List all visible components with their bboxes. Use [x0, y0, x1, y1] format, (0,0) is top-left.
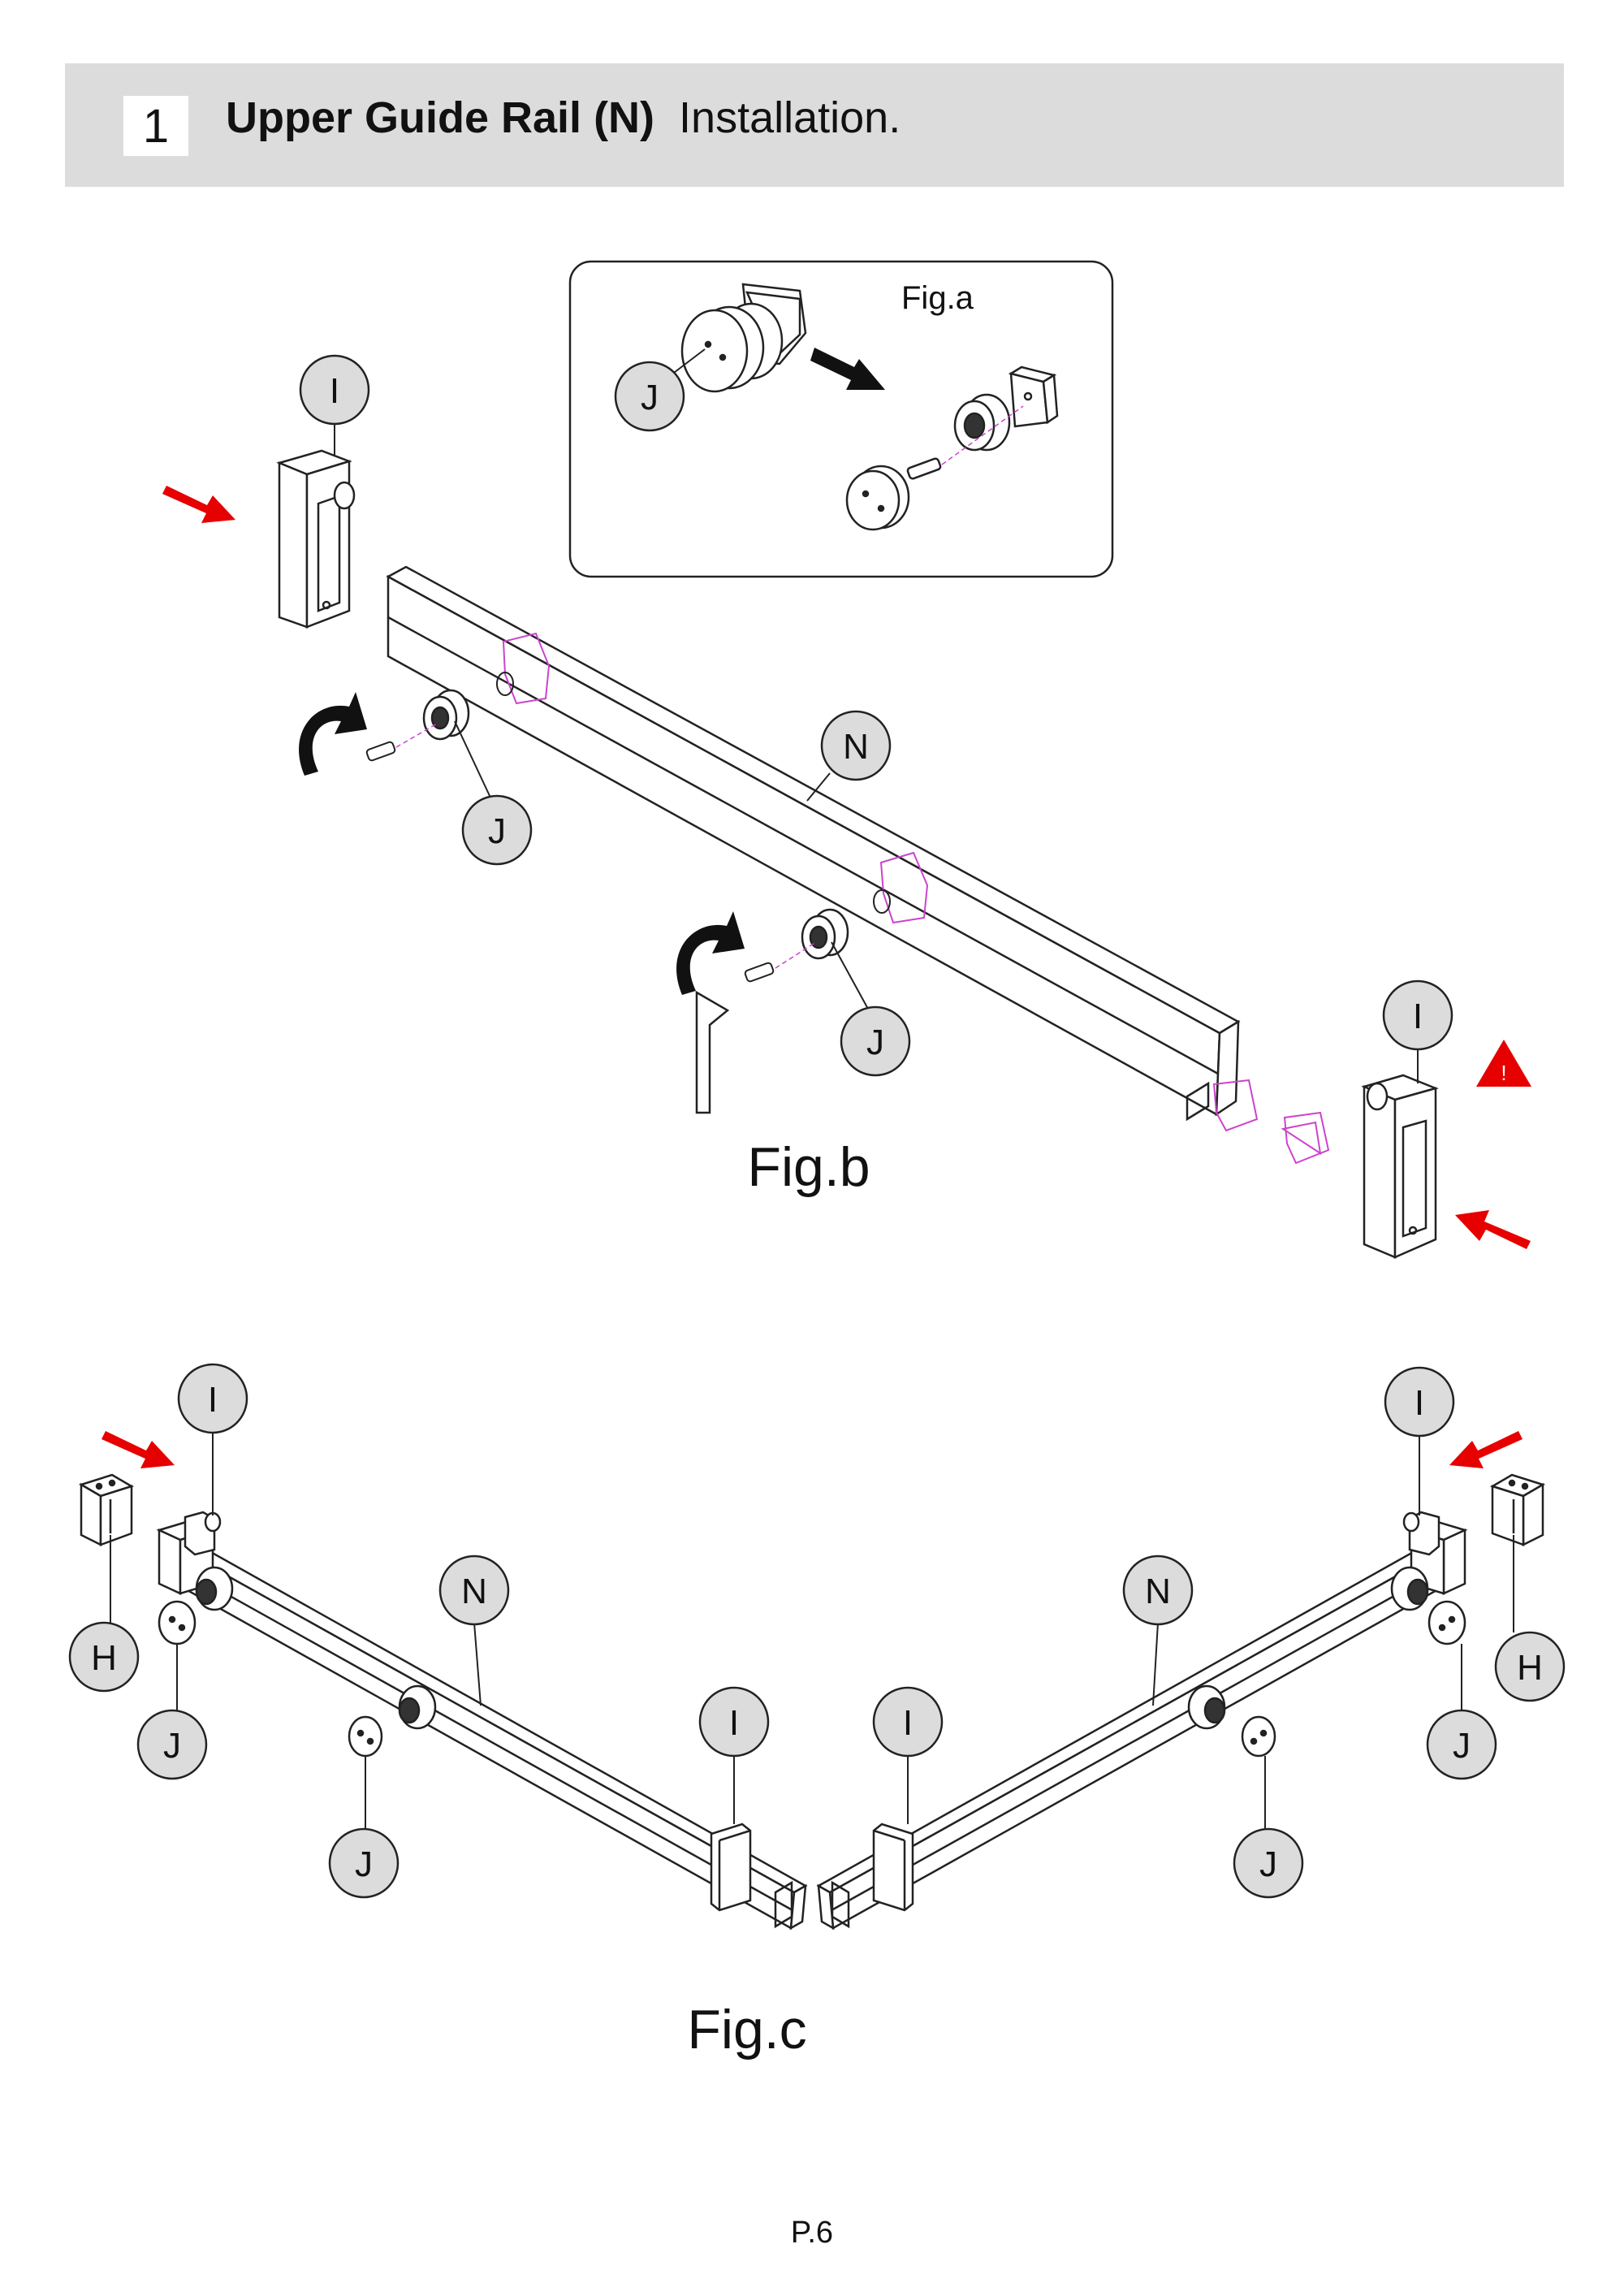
label-n-fig-c-2: N: [1122, 1554, 1194, 1706]
label-j-fig-c-2: J: [328, 1756, 400, 1899]
warning-symbol: !: [1501, 1061, 1506, 1085]
roller-assembled-drawing: [680, 283, 807, 393]
label-i-text: I: [330, 371, 339, 411]
label-n-text: N: [1145, 1572, 1171, 1611]
label-i-text: I: [1415, 1383, 1424, 1423]
fig-c: I N H J J: [68, 1363, 1566, 2060]
label-h-fig-c-2: H: [1494, 1535, 1566, 1702]
step-number-box: 1: [123, 96, 188, 156]
label-j-text: J: [488, 811, 506, 851]
label-j-fig-b-2: J: [831, 941, 911, 1077]
warning-icon: !: [1476, 1040, 1531, 1087]
disassembly-arrow-icon: [810, 348, 885, 390]
label-h-text: H: [91, 1638, 117, 1678]
page-number: P.6: [790, 2216, 834, 2250]
label-j-text: J: [1259, 1844, 1277, 1884]
fig-a-inset: Fig.a: [568, 260, 1114, 578]
label-j-fig-c-1: J: [136, 1644, 208, 1780]
roller-j-drawing: [422, 689, 849, 960]
insert-arrow-icon: [1455, 1210, 1531, 1249]
upper-guide-rail-right-drawing: [816, 1473, 1546, 1931]
label-h-fig-c-1: H: [68, 1535, 140, 1693]
label-n-fig-b: N: [806, 710, 892, 802]
fig-b-caption: Fig.b: [747, 1136, 870, 1198]
step-title: Upper Guide Rail (N) Installation.: [226, 93, 901, 143]
roller-exploded-drawing: [845, 365, 1059, 531]
label-i-text: I: [903, 1703, 913, 1743]
label-j-fig-b-1: J: [454, 720, 533, 866]
label-i-fig-c-1: I: [177, 1363, 248, 1516]
insert-arrow-icon: [162, 486, 235, 523]
rotate-arrow-icon: [676, 911, 745, 995]
screws: [365, 741, 775, 983]
step-header: 1 Upper Guide Rail (N) Installation.: [65, 63, 1564, 187]
hidden-slot-nuts: [502, 632, 1330, 1165]
label-i-text: I: [208, 1380, 218, 1420]
step-number: 1: [142, 99, 170, 153]
label-i-fig-b-left: I: [299, 354, 370, 455]
label-j-text: J: [866, 1023, 884, 1062]
label-j-text: J: [1453, 1726, 1471, 1766]
label-j-fig-a: J: [614, 348, 706, 432]
label-j-fig-c-3: J: [1233, 1756, 1304, 1899]
label-j-text: J: [355, 1844, 373, 1884]
label-h-text: H: [1517, 1648, 1543, 1688]
end-bracket-i-drawing: [1361, 1074, 1439, 1259]
label-j-text: J: [641, 378, 659, 417]
hex-key-icon: [695, 990, 730, 1114]
label-j-text: J: [163, 1726, 181, 1766]
label-i-fig-c-3: I: [872, 1686, 944, 1824]
label-i-fig-c-4: I: [1384, 1366, 1455, 1516]
insert-arrow-icon: [1449, 1431, 1522, 1468]
label-i-text: I: [729, 1703, 739, 1743]
label-i-text: I: [1413, 997, 1423, 1036]
label-n-text: N: [461, 1572, 487, 1611]
label-j-fig-c-4: J: [1426, 1644, 1497, 1780]
fig-c-caption: Fig.c: [687, 1999, 806, 2060]
label-n-text: N: [843, 727, 869, 767]
fig-b: ! I N J J: [162, 354, 1531, 1259]
upper-guide-rail-left-drawing: [78, 1473, 808, 1931]
rotate-arrow-icon: [299, 692, 367, 776]
step-title-part: Upper Guide Rail (N): [226, 93, 655, 142]
fig-a-caption: Fig.a: [901, 280, 974, 316]
label-i-fig-b-right: I: [1382, 979, 1453, 1083]
label-n-fig-c-1: N: [438, 1554, 510, 1706]
label-i-fig-c-2: I: [698, 1686, 770, 1824]
end-bracket-i-drawing: [276, 449, 356, 629]
insert-arrow-icon: [102, 1431, 175, 1468]
step-title-action: Installation.: [679, 93, 901, 142]
upper-guide-rail-drawing: [386, 565, 1241, 1122]
